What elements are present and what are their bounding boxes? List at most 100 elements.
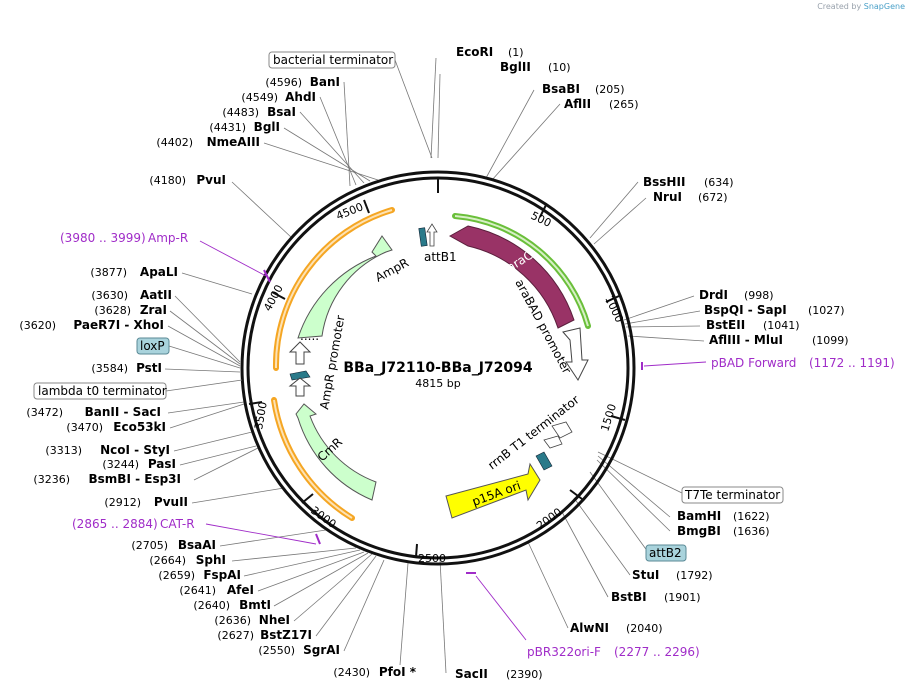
cmr-feature <box>295 403 377 501</box>
ampr-promoter-feature <box>288 341 312 365</box>
pos-bamhi: (1622) <box>733 510 770 523</box>
attb1-arrow <box>426 223 438 247</box>
pos-stui: (1792) <box>676 569 713 582</box>
site-pasi: PasI <box>148 457 176 471</box>
site-aatii: AatII <box>140 288 172 302</box>
pos-bsteii: (1041) <box>763 319 800 332</box>
site-fspai: FspAI <box>203 568 241 582</box>
site-bstz17i: BstZ17I <box>260 628 312 642</box>
site-pvuii: PvuII <box>154 495 188 509</box>
site-ahdi: AhdI <box>285 90 316 104</box>
tick-2500: 2500 <box>418 552 446 565</box>
primer-cat-r-name: CAT-R <box>160 517 195 531</box>
site-aflii: AflII <box>564 97 591 111</box>
site-bsaai: BsaAI <box>178 538 216 552</box>
loxp-marker <box>289 370 311 381</box>
site-bani: BanI <box>310 75 340 89</box>
pos-eco53ki: (3470) <box>66 421 103 434</box>
site-bstbi: BstBI <box>611 590 647 604</box>
site-psti: PstI <box>136 361 162 375</box>
pos-alwni: (2040) <box>626 622 663 635</box>
site-bgli: BglI <box>254 120 280 134</box>
pos-bspqi-sapi: (1027) <box>808 304 845 317</box>
site-bmgbi: BmgBI <box>677 524 721 538</box>
right-site-labels: EcoRI (1) BglII (10) BsaBI (205) AflII (… <box>455 45 849 681</box>
pos-bglii: (10) <box>548 61 571 74</box>
pos-bsabi: (205) <box>595 83 625 96</box>
site-bsshii: BssHII <box>643 175 685 189</box>
lambda-t0-arrow <box>288 377 312 397</box>
site-sacii: SacII <box>455 667 488 681</box>
leader-lines <box>164 57 705 674</box>
pos-bsai: (4483) <box>222 106 259 119</box>
site-bsteii: BstEII <box>706 318 745 332</box>
site-afliii-mlui: AflIII - MluI <box>709 333 783 347</box>
pos-aatii: (3630) <box>91 289 128 302</box>
cmr-orange-arc <box>271 397 355 521</box>
site-paer7i-xhoi: PaeR7I - XhoI <box>73 318 164 332</box>
site-drui: NruI <box>653 190 682 204</box>
backbone-outer <box>240 170 636 566</box>
site-bmti: BmtI <box>239 598 271 612</box>
site-drdi: DrdI <box>699 288 728 302</box>
pos-ahdi: (4549) <box>241 91 278 104</box>
plasmid-size: 4815 bp <box>415 377 460 390</box>
tick-4500: 4500 <box>334 200 365 223</box>
primer-cat-r-range: (2865 .. 2884) <box>72 517 158 531</box>
primer-pbr322ori-f-range: (2277 .. 2296) <box>614 645 700 659</box>
pos-ncoi-styi: (3313) <box>45 444 82 457</box>
pos-bsshii: (634) <box>704 176 734 189</box>
box-bacterial-terminator: bacterial terminator <box>273 53 393 67</box>
arac-feature <box>448 225 575 329</box>
pos-apali: (3877) <box>90 266 127 279</box>
primer-ampr-range: (3980 .. 3999) <box>60 231 146 245</box>
primer-pbad-forward-name: pBAD Forward <box>711 356 796 370</box>
box-attb2: attB2 <box>649 546 682 560</box>
pos-paer7i-xhoi: (3620) <box>19 319 56 332</box>
primer-ampr-name: Amp-R <box>148 231 188 245</box>
site-pfoi: PfoI * <box>379 665 417 679</box>
site-nhei: NheI <box>259 613 290 627</box>
box-lambda-t0-terminator: lambda t0 terminator <box>38 384 167 398</box>
pos-fspai: (2659) <box>158 569 195 582</box>
pos-bmgbi: (1636) <box>733 525 770 538</box>
p15a-ori-feature <box>445 462 541 519</box>
scale-ticks <box>248 178 626 558</box>
site-sphi: SphI <box>196 553 226 567</box>
snapgene-brand: SnapGene <box>863 2 905 11</box>
pos-sgrai: (2550) <box>258 644 295 657</box>
pos-nhei: (2636) <box>214 614 251 627</box>
site-bsai: BsaI <box>267 105 296 119</box>
ampr-dots: ..... <box>300 329 319 343</box>
pos-sphi: (2664) <box>149 554 186 567</box>
site-nmeaiii: NmeAIII <box>207 135 260 149</box>
site-banii-saci: BanII - SacI <box>85 405 161 419</box>
site-alwni: AlwNI <box>570 621 609 635</box>
pos-psti: (3584) <box>91 362 128 375</box>
ampr-feature <box>297 235 393 339</box>
pos-bgli: (4431) <box>209 121 246 134</box>
site-ncoi-styi: NcoI - StyI <box>100 443 170 457</box>
site-bsabi: BsaBI <box>542 82 580 96</box>
ampr-label: AmpR <box>373 255 411 284</box>
pos-bstz17i: (2627) <box>217 629 254 642</box>
pos-bani: (4596) <box>265 76 302 89</box>
pos-sacii: (2390) <box>506 668 543 681</box>
site-ecori: EcoRI <box>456 45 493 59</box>
primer-labels: (3980 .. 3999) Amp-R pBAD Forward (1172 … <box>60 231 895 659</box>
site-bsmbi-esp3i: BsmBI - Esp3I <box>89 472 181 486</box>
tick-500: 500 <box>529 209 554 230</box>
arabad-promoter-feature <box>562 327 589 381</box>
attb1-marker <box>418 227 428 247</box>
snapgene-credit: Created by SnapGene <box>817 2 905 11</box>
box-t7te-terminator: T7Te terminator <box>684 488 780 502</box>
site-zrai: ZraI <box>140 303 167 317</box>
plasmid-name: BBa_J72110-BBa_J72094 <box>343 360 532 376</box>
pos-ecori: (1) <box>508 46 524 59</box>
pos-pvuii: (2912) <box>104 496 141 509</box>
site-sgrai: SgrAI <box>303 643 340 657</box>
boxed-labels: bacterial terminator loxP lambda t0 term… <box>33 51 784 562</box>
pos-pvui: (4180) <box>149 174 186 187</box>
pos-drui: (672) <box>698 191 728 204</box>
pos-banii-saci: (3472) <box>26 406 63 419</box>
